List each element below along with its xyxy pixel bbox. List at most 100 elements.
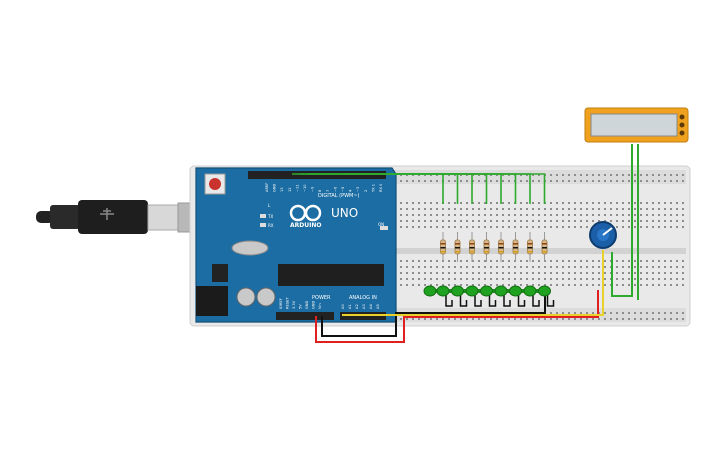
breadboard-hole [586, 260, 588, 262]
led[interactable] [480, 285, 493, 297]
breadboard-hole [472, 226, 474, 228]
breadboard-hole [520, 226, 522, 228]
led[interactable] [509, 285, 522, 297]
breadboard-hole [598, 266, 600, 268]
breadboard-hole [640, 266, 642, 268]
resistor[interactable] [498, 232, 504, 262]
led[interactable] [523, 285, 537, 297]
breadboard-hole [664, 174, 666, 176]
breadboard-hole [664, 284, 666, 286]
breadboard-hole [580, 312, 582, 314]
breadboard-hole [508, 284, 510, 286]
breadboard-hole [436, 278, 438, 280]
breadboard-hole [556, 226, 558, 228]
breadboard-hole [658, 278, 660, 280]
breadboard-hole [652, 278, 654, 280]
breadboard-hole [628, 312, 630, 314]
breadboard-hole [568, 266, 570, 268]
breadboard-hole [574, 226, 576, 228]
breadboard-hole [592, 220, 594, 222]
breadboard-hole [610, 208, 612, 210]
led[interactable] [451, 285, 464, 297]
breadboard-hole [520, 278, 522, 280]
resistor[interactable] [512, 232, 519, 262]
breadboard-hole [580, 272, 582, 274]
breadboard-hole [400, 272, 402, 274]
breadboard-hole [424, 208, 426, 210]
breadboard-hole [628, 284, 630, 286]
breadboard-hole [502, 174, 504, 176]
breadboard-hole [628, 260, 630, 262]
breadboard-hole [490, 180, 492, 182]
breadboard-hole [616, 226, 618, 228]
breadboard-hole [442, 266, 444, 268]
breadboard-hole [628, 180, 630, 182]
breadboard-hole [682, 220, 684, 222]
breadboard-hole [586, 284, 588, 286]
breadboard-hole [496, 220, 498, 222]
breadboard-hole [430, 180, 432, 182]
breadboard-hole [592, 312, 594, 314]
microcontroller-chip [278, 264, 384, 286]
breadboard-hole [424, 284, 426, 286]
breadboard-hole [448, 180, 450, 182]
breadboard-hole [514, 226, 516, 228]
breadboard-hole [454, 266, 456, 268]
led[interactable] [538, 285, 551, 297]
breadboard-hole [436, 220, 438, 222]
potentiometer-knob-indicator [602, 227, 613, 236]
breadboard-hole [562, 226, 564, 228]
led[interactable] [423, 285, 437, 297]
breadboard-hole [424, 266, 426, 268]
breadboard-hole [580, 220, 582, 222]
arduino-board[interactable]: UNO ARDUINO DIGITAL (PWM~) POWER ANALOG … [195, 167, 397, 323]
sensor-module[interactable] [584, 107, 689, 143]
breadboard-hole [676, 318, 678, 320]
breadboard-hole [670, 220, 672, 222]
breadboard-hole [670, 284, 672, 286]
breadboard-hole [610, 318, 612, 320]
breadboard-hole [442, 214, 444, 216]
breadboard-hole [682, 202, 684, 204]
breadboard-hole [610, 180, 612, 182]
led[interactable] [465, 285, 479, 297]
breadboard-hole [610, 214, 612, 216]
resistor[interactable] [483, 232, 490, 262]
breadboard-hole [424, 174, 426, 176]
breadboard-hole [598, 278, 600, 280]
potentiometer[interactable] [589, 221, 617, 249]
resistor[interactable] [469, 232, 475, 262]
breadboard-hole [532, 266, 534, 268]
breadboard-hole [634, 174, 636, 176]
breadboard-hole [652, 284, 654, 286]
led-ground-wire [474, 294, 482, 307]
led[interactable] [436, 285, 450, 297]
breadboard-hole [640, 226, 642, 228]
breadboard-hole [568, 278, 570, 280]
breadboard-hole [478, 260, 480, 262]
reset-button[interactable] [209, 178, 221, 190]
led[interactable] [494, 285, 508, 297]
breadboard-hole [568, 220, 570, 222]
breadboard-hole [604, 202, 606, 204]
breadboard-hole [478, 174, 480, 176]
breadboard-hole [484, 174, 486, 176]
led-array[interactable] [423, 285, 551, 297]
resistor[interactable] [454, 232, 461, 262]
resistor[interactable] [541, 232, 548, 262]
breadboard-hole [556, 278, 558, 280]
resistor[interactable] [440, 232, 446, 262]
breadboard-hole [454, 214, 456, 216]
pin-label: 12 [288, 187, 292, 192]
breadboard-hole [412, 272, 414, 274]
resistor[interactable] [527, 232, 533, 262]
breadboard-hole [580, 180, 582, 182]
breadboard-hole [670, 174, 672, 176]
breadboard-hole [592, 318, 594, 320]
breadboard-hole [676, 260, 678, 262]
breadboard-hole [676, 266, 678, 268]
breadboard-hole [610, 312, 612, 314]
breadboard-hole [664, 220, 666, 222]
resistor-array[interactable] [440, 232, 548, 262]
breadboard-hole [502, 202, 504, 204]
